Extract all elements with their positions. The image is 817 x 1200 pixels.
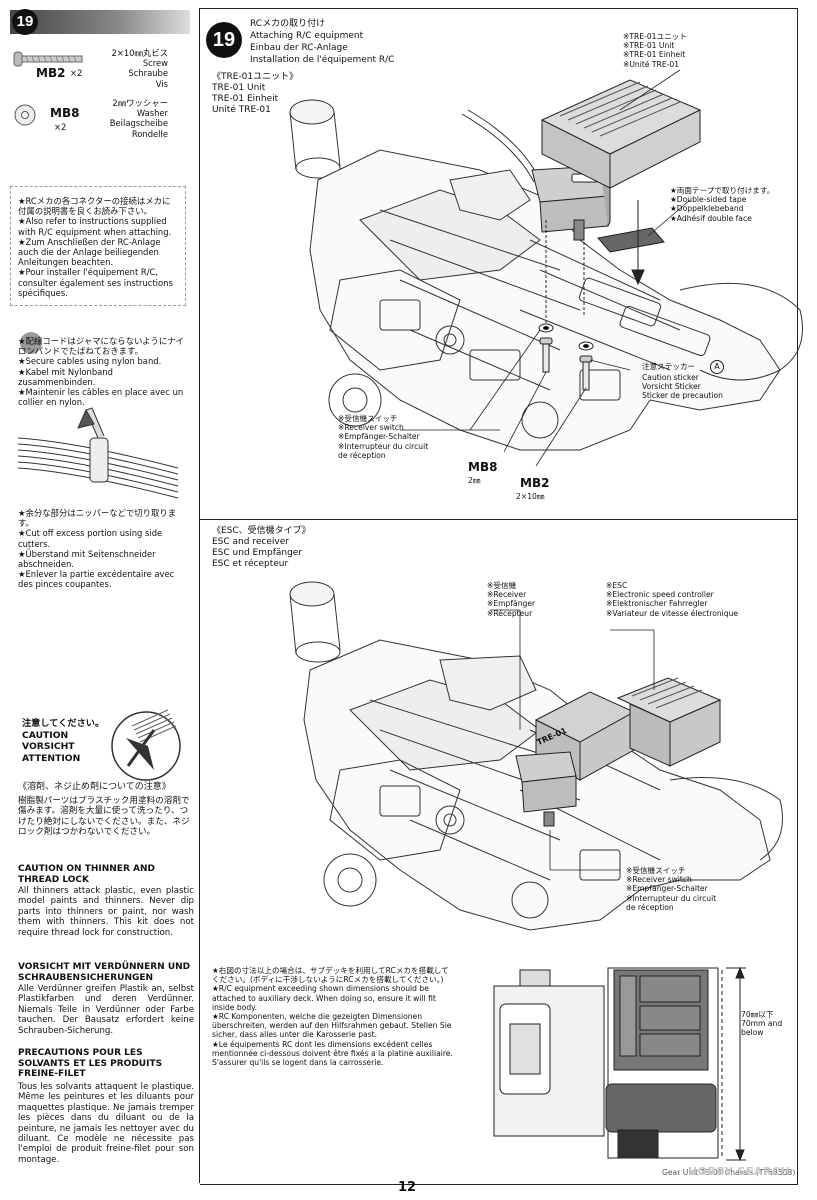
sidebar: 19 MB2 ×2 2×10㎜丸ビス Screw Schraube Vis MB…	[0, 0, 199, 1200]
sidebar-note-box	[10, 186, 186, 306]
caution-en-heading: CAUTION ON THINNER AND THREAD LOCK	[18, 864, 155, 885]
part-mb8-code: MB8	[50, 106, 80, 120]
tre01-unit-callout: ※TRE-01ユニット ※TRE-01 Unit ※TRE-01 Einheit…	[623, 32, 687, 69]
page-number: 12	[398, 1180, 417, 1195]
receiver-callout: ※受信機 ※Receiver ※Empfänger ※Récepteur	[487, 581, 536, 618]
caution-fr-heading: PRECAUTIONS POUR LES SOLVANTS ET LES PRO…	[18, 1048, 163, 1080]
sidebar-note-cables: ★配線コードはジャマにならないようにナイロンバンドでたばねておきます。 ★Sec…	[18, 336, 185, 408]
step-title-fr: Installation de l'équipement R/C	[250, 55, 395, 65]
dimension-label: 70㎜以下 70mm and below	[741, 1010, 783, 1038]
receiver-switch-callout-top: ※受信機スイッチ ※Receiver switch ※Empfänger-Sch…	[338, 414, 429, 460]
frame-divider-horizontal	[200, 519, 797, 520]
step-title-jp: RCメカの取り付け	[250, 19, 326, 29]
caution-jp-heading: 《溶剤、ネジ止め剤についての注意》	[18, 782, 171, 792]
sticker-marker: A	[710, 360, 724, 374]
mb8-label: MB8	[468, 460, 498, 474]
mb2-size: 2×10㎜	[516, 492, 545, 501]
main-frame	[200, 8, 798, 1185]
double-sided-tape-callout: ★両面テープで取り付けます。 ★Double-sided tape ★Doppe…	[670, 186, 775, 223]
mb8-size: 2㎜	[468, 476, 481, 485]
step-title-en: Attaching R/C equipment	[250, 31, 364, 41]
top-section-label: 《TRE-01ユニット》 TRE-01 Unit TRE-01 Einheit …	[212, 72, 299, 115]
sidebar-step-header	[10, 10, 190, 34]
caution-brush-icon	[111, 709, 181, 781]
part-mb8-desc: 2㎜ワッシャー Washer Beilagscheibe Rondelle	[109, 98, 168, 139]
caution-de-heading: VORSICHT MIT VERDÜNNERN UND SCHRAUBENSIC…	[18, 962, 191, 983]
mb2-label: MB2	[520, 476, 550, 490]
caution-sticker-callout: Caution sticker Vorsicht Sticker Sticker…	[642, 373, 723, 401]
caution-jp-body: 樹脂製パーツはプラスチック用塗料の溶剤で傷みます。溶剤を大量に使って洗ったり、つ…	[18, 796, 190, 838]
chassis-drawing-bottom	[289, 581, 783, 931]
caution-sticker-callout-jp: 注意ステッカー	[642, 362, 696, 371]
receiver-switch-callout-bottom: ※受信機スイッチ ※Receiver switch ※Empfänger-Sch…	[626, 866, 717, 912]
caution-en-body: All thinners attack plastic, even plasti…	[18, 886, 194, 938]
sidebar-step-badge: 19	[12, 9, 38, 35]
nylon-band-illustration	[17, 407, 179, 499]
caution-de-body: Alle Verdünner greifen Plastik an, selbs…	[18, 984, 194, 1036]
esc-callout: ※ESC ※Electronic speed controller ※Elekt…	[606, 581, 739, 618]
step-badge: 19	[206, 22, 242, 58]
washer-icon	[14, 104, 36, 126]
part-mb2-desc: 2×10㎜丸ビス Screw Schraube Vis	[111, 48, 168, 89]
sidebar-note-cut: ★余分な部分はニッパーなどで切り取ります。 ★Cut off excess po…	[18, 508, 177, 590]
chassis-drawing-top	[289, 69, 803, 467]
bottom-section-label: 《ESC、受信機タイプ》 ESC and receiver ESC und Em…	[212, 526, 311, 569]
footer-text: Gear Unit TS-01 Chassis (TT53508)	[662, 1168, 796, 1177]
part-mb2-code: MB2	[36, 66, 66, 80]
caution-fr-body: Tous les solvants attaquent le plastique…	[18, 1082, 194, 1165]
caution-label: 注意してください。 CAUTION VORSICHT ATTENTION	[22, 718, 105, 764]
star-badge-icon	[20, 332, 42, 354]
part-mb2-qty: ×2	[70, 68, 83, 78]
watermark: HOBBY SEARCH	[688, 1165, 791, 1178]
screw-icon	[13, 51, 83, 67]
part-mb8-qty: ×2	[54, 122, 67, 132]
dimension-diagram	[493, 966, 746, 1162]
sidebar-note-instructions: ★RCメカの各コネクターの接続はメカに付属の説明書を良くお読み下さい。 ★Als…	[18, 196, 173, 298]
step-title-de: Einbau der RC-Anlage	[250, 43, 348, 53]
size-note: ★右図の寸法以上の場合は、サブデッキを利用してRCメカを搭載してください。(ボデ…	[212, 966, 453, 1068]
frame-divider-vertical	[199, 8, 200, 1183]
